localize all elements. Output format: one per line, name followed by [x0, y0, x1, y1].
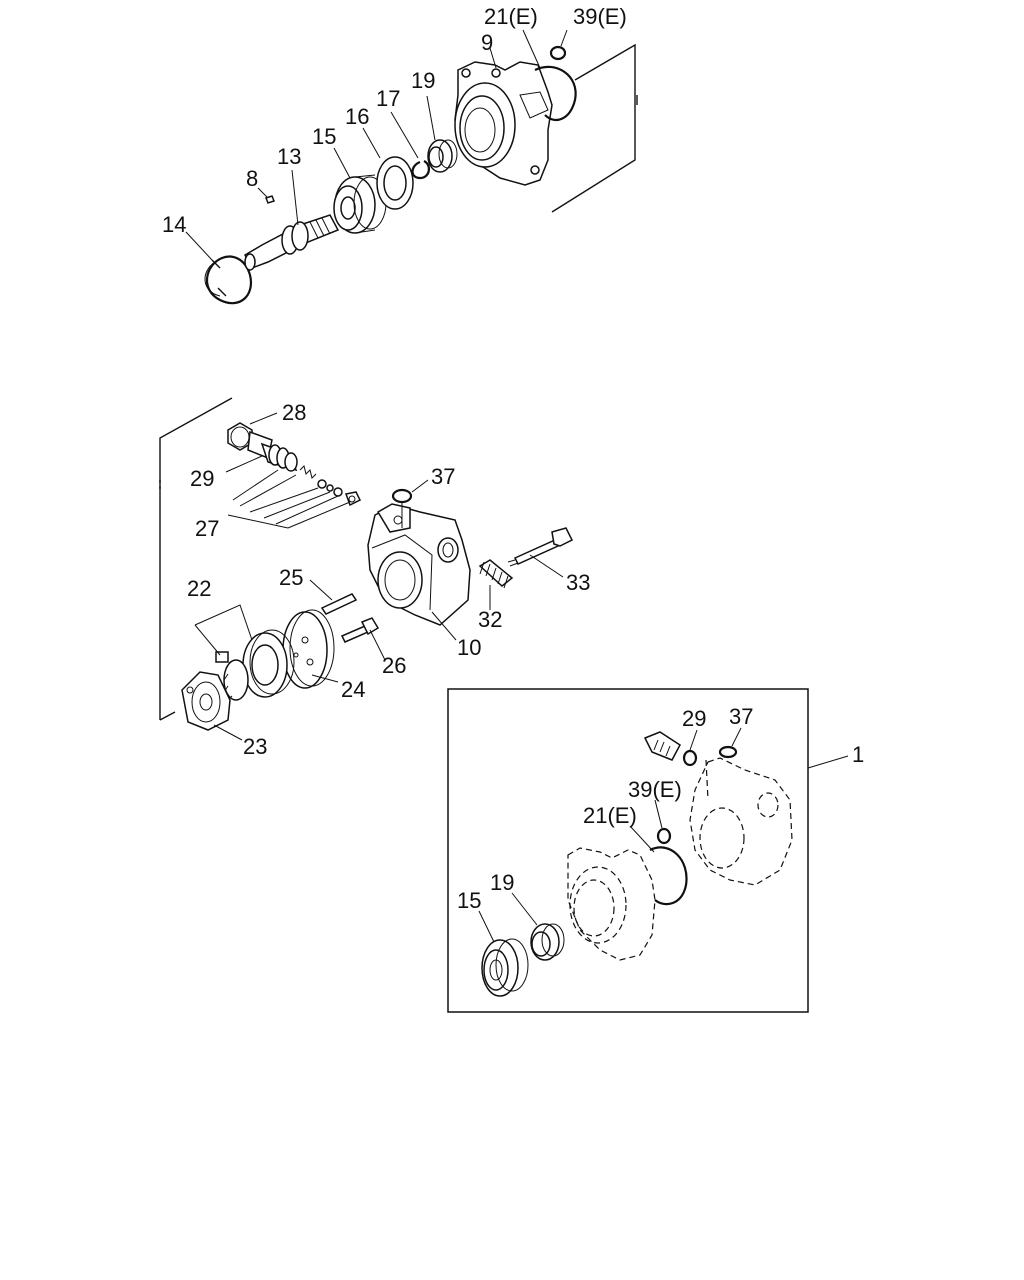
- part-25-dowel-pin: [320, 593, 358, 615]
- part-23-rear-plate: [181, 671, 231, 731]
- inset-front-housing-dashed: [567, 847, 656, 961]
- label-33: 33: [566, 570, 590, 595]
- label-24: 24: [341, 677, 365, 702]
- label-8: 8: [246, 166, 258, 191]
- label-13: 13: [277, 144, 301, 169]
- mid-bracket-line: [159, 397, 233, 721]
- label-14: 14: [162, 212, 186, 237]
- label-19-inset: 19: [490, 870, 514, 895]
- label-21e-top: 21(E): [484, 4, 538, 29]
- inset-leader-lines: [478, 727, 742, 943]
- middle-assembly: 28 29 37 27 25 22 33 32 10 26 24 23: [159, 397, 590, 759]
- label-21e-inset: 21(E): [583, 803, 637, 828]
- label-39e-inset: 39(E): [628, 777, 682, 802]
- inset-part-39e-o-ring: [656, 827, 672, 845]
- label-39e-top: 39(E): [573, 4, 627, 29]
- part-8-key: [265, 195, 275, 204]
- label-1-leader: [807, 755, 849, 769]
- label-37-mid: 37: [431, 464, 455, 489]
- part-10-pump-body: [367, 502, 471, 626]
- inset-part-37-o-ring: [718, 745, 738, 759]
- label-29-mid: 29: [190, 466, 214, 491]
- part-32-relief-spring: [478, 559, 514, 589]
- label-19-top: 19: [411, 68, 435, 93]
- mid-leader-lines: [213, 412, 564, 741]
- part-cam-ring: [242, 629, 295, 698]
- part-19-bearing: [427, 139, 458, 173]
- part-21e-o-ring-top: [534, 65, 577, 122]
- part-17-circlip: [411, 160, 430, 180]
- label-27-leader-fan: [227, 469, 351, 529]
- part-9-front-housing: [454, 61, 553, 186]
- part-39e-o-ring-top: [549, 45, 567, 61]
- label-23: 23: [243, 734, 267, 759]
- label-25: 25: [279, 565, 303, 590]
- inset-frame: [447, 688, 809, 1013]
- inset-assembly-1: 1: [447, 688, 864, 1013]
- part-27-valve-spring-set: [299, 465, 362, 507]
- part-24-side-plate: [282, 609, 335, 689]
- label-32: 32: [478, 607, 502, 632]
- part-15-bearing: [333, 174, 387, 234]
- inset-part-21e-o-ring: [649, 846, 688, 906]
- label-22-leader: [194, 604, 253, 656]
- top-leader-lines: [185, 29, 568, 261]
- label-15-top: 15: [312, 124, 336, 149]
- label-10: 10: [457, 635, 481, 660]
- part-16-washer: [376, 156, 414, 210]
- inset-part-15-bearing: [481, 938, 529, 997]
- label-1: 1: [852, 742, 864, 767]
- part-29-flow-control-valve: [260, 442, 298, 472]
- label-37-inset: 37: [729, 704, 753, 729]
- label-15-inset: 15: [457, 888, 481, 913]
- label-22: 22: [187, 576, 211, 601]
- inset-part-19-bearing: [530, 923, 565, 961]
- part-33-bolt: [507, 527, 574, 567]
- label-17: 17: [376, 86, 400, 111]
- top-bracket-line: [551, 43, 636, 213]
- part-26-bolt: [340, 617, 380, 643]
- label-16: 16: [345, 104, 369, 129]
- label-29-inset: 29: [682, 706, 706, 731]
- part-13-shaft: [243, 214, 340, 271]
- label-9: 9: [481, 30, 493, 55]
- part-22-rotor-vanes: [215, 651, 249, 701]
- label-28: 28: [282, 400, 306, 425]
- top-assembly: 21(E) 39(E) 9 19 17 16 15 13 8 14: [162, 4, 638, 305]
- part-14-snap-ring: [204, 255, 253, 305]
- inset-part-29-valve: [643, 731, 698, 767]
- part-37-o-ring: [391, 488, 413, 504]
- label-26: 26: [382, 653, 406, 678]
- inset-pump-body-dashed: [689, 757, 793, 886]
- label-27: 27: [195, 516, 219, 541]
